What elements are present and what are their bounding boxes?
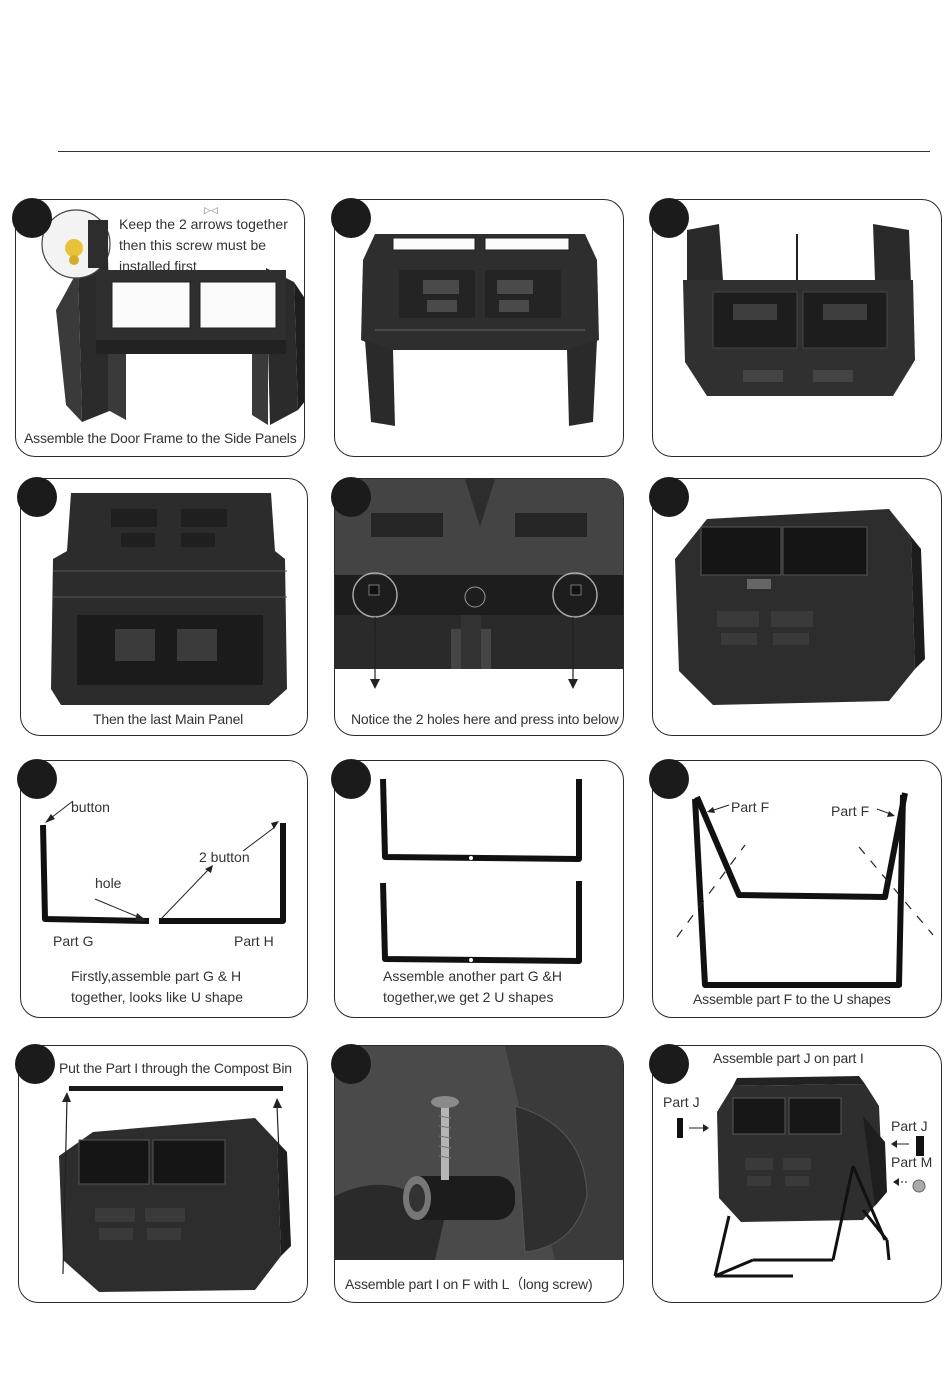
label-part-f-right: Part F <box>831 803 870 819</box>
holes-detail-illustration <box>335 479 623 689</box>
label-hole: hole <box>95 875 122 891</box>
part-i-through-bin-illustration <box>59 1086 291 1292</box>
two-u-shapes-illustration <box>380 778 582 964</box>
step-1-note: Keep the 2 arrows together then this scr… <box>119 214 288 277</box>
step-1-caption: Assemble the Door Frame to the Side Pane… <box>24 430 297 446</box>
step-1-panel: Keep the 2 arrows together then this scr… <box>15 199 305 457</box>
step-5-number-marker <box>331 477 371 517</box>
step-5-panel: Notice the 2 holes here and press into b… <box>334 478 624 736</box>
side-panels-with-frame-illustration <box>683 224 915 396</box>
step-3-panel <box>652 199 942 457</box>
label-part-g: Part G <box>53 933 94 949</box>
step-2-panel <box>334 199 624 457</box>
parts-g-h-illustration <box>40 800 286 924</box>
note-line: installed first <box>119 258 197 274</box>
label-button: button <box>71 799 110 815</box>
step-7-caption: Firstly,assemble part G & H together, lo… <box>71 966 243 1008</box>
label-part-h: Part H <box>234 933 274 949</box>
step-10-caption: Put the Part I through the Compost Bin <box>59 1060 292 1076</box>
step-10-panel: Put the Part I through the Compost Bin <box>18 1045 308 1303</box>
step-11-number-marker <box>331 1044 371 1084</box>
step-9-panel: Part F Part F Assemble part F to the U s… <box>652 760 942 1018</box>
step-8-number-marker <box>331 759 371 799</box>
caption-line: Firstly,assemble part G & H <box>71 968 242 984</box>
step-11-panel: Assemble part I on F with L（long screw) <box>334 1045 624 1303</box>
caption-line: Assemble another part G &H <box>383 968 562 984</box>
step-4-caption: Then the last Main Panel <box>93 711 244 727</box>
label-part-m: Part M <box>891 1154 933 1170</box>
step-12-number-marker <box>649 1044 689 1084</box>
step-8-panel: Assemble another part G &H together,we g… <box>334 760 624 1018</box>
door-frame-illustration <box>361 234 599 426</box>
label-part-f-left: Part F <box>731 799 770 815</box>
label-part-j-right: Part J <box>891 1118 928 1134</box>
label-part-j-left: Part J <box>663 1094 700 1110</box>
step-1-number-marker <box>12 198 52 238</box>
assembled-compost-bin-illustration <box>675 509 925 705</box>
part-f-on-u-shapes-illustration <box>676 792 934 988</box>
step-6-panel <box>652 478 942 736</box>
step-7-number-marker <box>17 759 57 799</box>
step-6-number-marker <box>649 477 689 517</box>
step-4-number-marker <box>17 477 57 517</box>
header-mark: ▷◁ <box>204 205 218 215</box>
step-4-panel: Then the last Main Panel <box>20 478 308 736</box>
note-line: Keep the 2 arrows together <box>119 216 288 232</box>
long-screw-photo <box>335 1046 623 1260</box>
header-rule <box>58 151 930 152</box>
step-5-caption: Notice the 2 holes here and press into b… <box>351 711 619 727</box>
main-panel-illustration <box>51 493 287 705</box>
caption-line: together,we get 2 U shapes <box>383 989 554 1005</box>
step-12-panel: Assemble part J on part I Part J Part J … <box>652 1045 942 1303</box>
caption-line: together, looks like U shape <box>71 989 243 1005</box>
step-10-number-marker <box>15 1044 55 1084</box>
step-9-caption: Assemble part F to the U shapes <box>693 991 891 1007</box>
compost-tumbler-complete-illustration <box>677 1076 926 1278</box>
note-line: then this screw must be <box>119 237 267 253</box>
step-8-caption: Assemble another part G &H together,we g… <box>383 966 562 1008</box>
step-2-number-marker <box>331 198 371 238</box>
step-7-panel: button 2 button hole Part G Part H First… <box>20 760 308 1018</box>
step-3-number-marker <box>649 198 689 238</box>
step-12-caption: Assemble part J on part I <box>713 1050 864 1066</box>
label-2-button: 2 button <box>199 849 250 865</box>
door-frame-side-panels-illustration <box>41 209 304 425</box>
step-11-caption: Assemble part I on F with L（long screw) <box>345 1276 593 1292</box>
step-9-number-marker <box>649 759 689 799</box>
